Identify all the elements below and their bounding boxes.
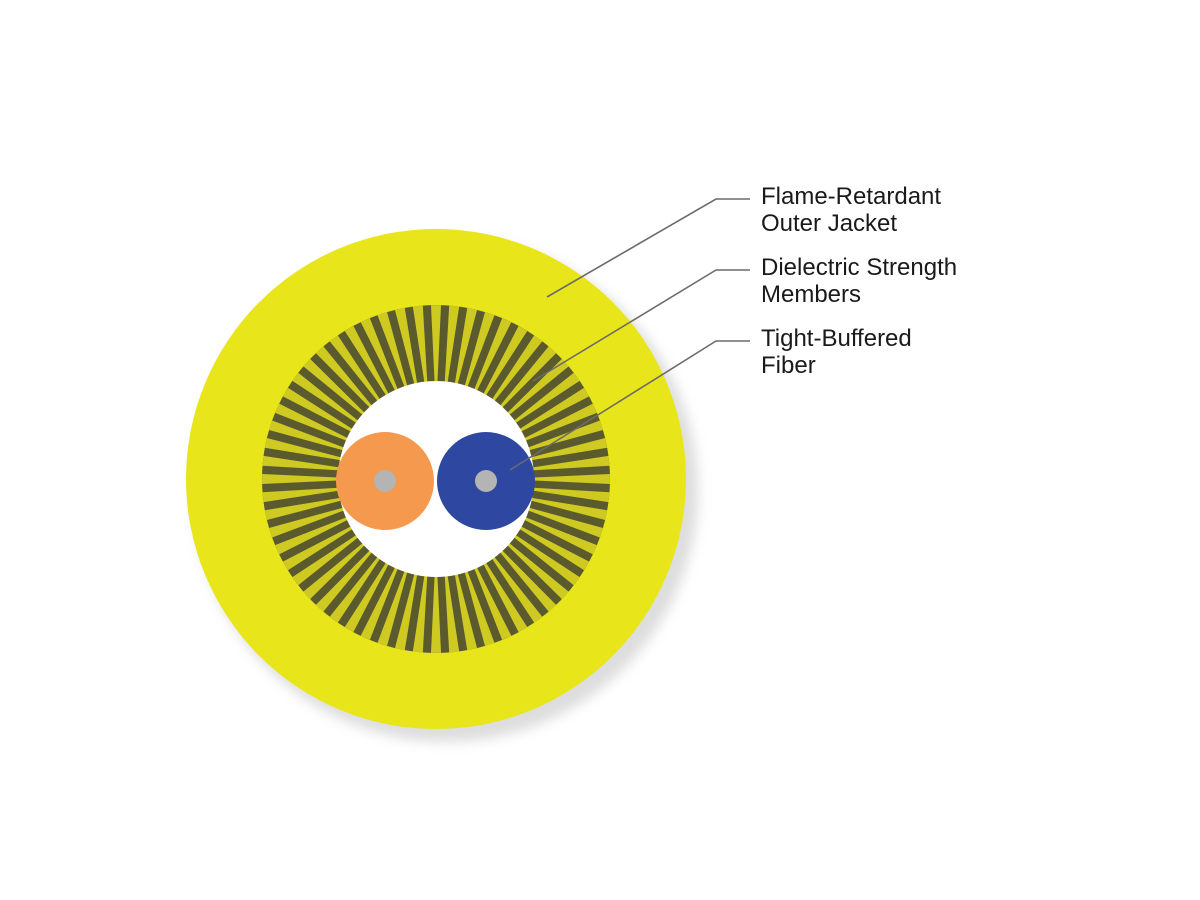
strength-member-strand	[262, 473, 341, 485]
strength-member-strand	[329, 335, 381, 403]
fiber-core-blue	[475, 470, 497, 492]
strength-member-strand	[529, 437, 608, 461]
strength-member-strand	[344, 561, 390, 633]
strength-member-strand	[523, 403, 597, 442]
tight-buffered-fiber-orange	[336, 432, 434, 530]
strength-member-strand	[531, 487, 610, 503]
strength-member-strand	[491, 335, 543, 403]
leader-line-jacket	[546, 198, 750, 298]
label-strength-line1: Dielectric Strength	[761, 254, 957, 281]
strength-member-strand	[430, 574, 442, 653]
strength-member-strand	[303, 542, 366, 600]
strength-member-strand	[512, 534, 580, 586]
strength-member-strand	[344, 325, 390, 397]
strength-member-strand	[262, 455, 341, 471]
strength-member-strand	[444, 305, 460, 384]
strength-member-strand	[444, 574, 460, 653]
strength-member-strand	[518, 387, 590, 433]
strength-member-strand	[412, 574, 428, 653]
strength-member-strand	[275, 516, 349, 555]
strength-member-strand	[526, 507, 603, 538]
strength-member-strand	[264, 437, 343, 461]
strength-member-strand	[531, 455, 610, 471]
strength-member-strand	[506, 542, 569, 600]
strength-member-strand	[292, 372, 360, 424]
label-jacket-line1: Flame-Retardant	[761, 183, 941, 210]
label-strength-line2: Members	[761, 281, 861, 308]
tight-buffered-fiber-blue	[437, 432, 535, 530]
strength-member-strand	[282, 387, 354, 433]
strength-member-strand	[412, 305, 428, 384]
strength-member-strand	[303, 358, 366, 416]
strength-member-strand	[518, 525, 590, 571]
strength-member-strand	[269, 507, 346, 538]
strength-member-strand	[315, 549, 373, 612]
strength-member-strands	[262, 305, 610, 653]
strength-member-strand	[377, 312, 408, 389]
strength-member-strand	[264, 497, 343, 521]
strength-member-strand	[464, 312, 495, 389]
strength-member-strand	[454, 572, 478, 651]
strength-member-strand	[329, 555, 381, 623]
label-fiber-line2: Fiber	[761, 352, 816, 379]
strength-member-strand	[499, 549, 557, 612]
strength-member-strand	[454, 307, 478, 386]
strength-member-strand	[529, 497, 608, 521]
strength-member-strand	[482, 325, 528, 397]
strength-member-strand	[473, 566, 512, 640]
strength-member-strand	[262, 487, 341, 503]
strength-member-strand	[506, 358, 569, 416]
strength-member-strand	[531, 473, 610, 485]
strength-member-strand	[377, 569, 408, 646]
strength-member-strand	[491, 555, 543, 623]
strength-member-strand	[512, 372, 580, 424]
strength-member-strand	[269, 420, 346, 451]
leader-line-strength	[532, 269, 750, 382]
strength-member-strand	[430, 305, 442, 384]
label-jacket-line2: Outer Jacket	[761, 210, 897, 237]
strength-member-strand	[394, 307, 418, 386]
strength-member-strand	[360, 318, 399, 392]
strength-member-strand	[315, 346, 373, 409]
strength-member-strand	[275, 403, 349, 442]
fiber-core-orange	[374, 470, 396, 492]
strength-member-strand	[482, 561, 528, 633]
strength-member-strand	[499, 346, 557, 409]
strength-member-strand	[282, 525, 354, 571]
strength-member-strand	[292, 534, 360, 586]
leader-line-fiber	[509, 340, 750, 471]
strength-member-strand	[394, 572, 418, 651]
strength-member-strand	[473, 318, 512, 392]
strength-member-strand	[464, 569, 495, 646]
strength-member-strand	[523, 516, 597, 555]
label-fiber-line1: Tight-Buffered	[761, 325, 912, 352]
strength-member-strand	[360, 566, 399, 640]
